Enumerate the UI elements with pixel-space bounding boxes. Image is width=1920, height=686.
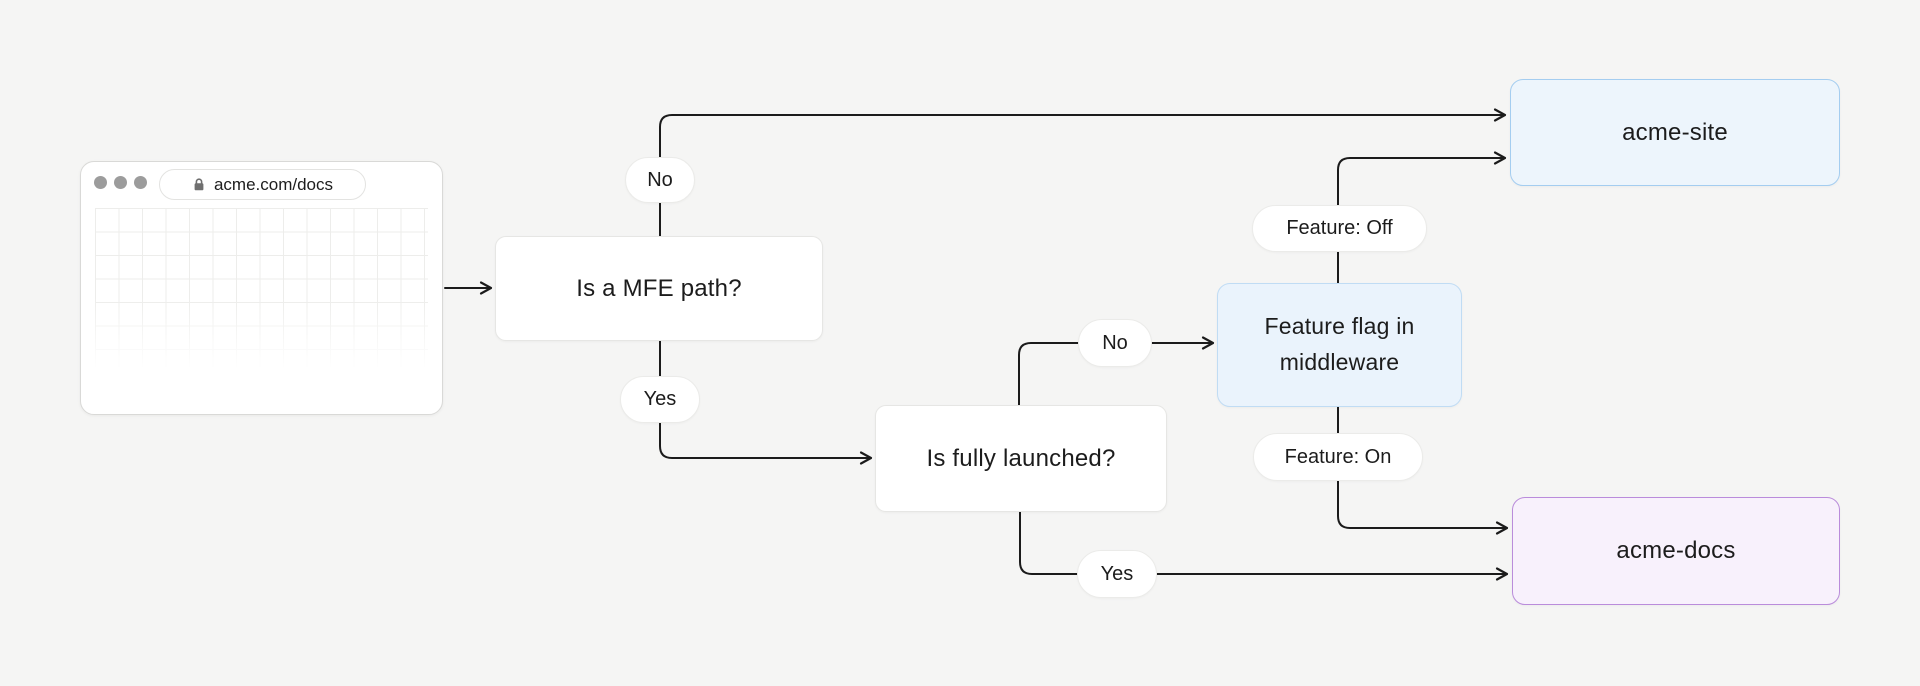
edge-mfe-yes-to-launched [659, 340, 873, 465]
window-controls [94, 176, 147, 189]
node-feature-flag-middleware: Feature flag in middleware [1217, 283, 1462, 407]
window-dot-icon [134, 176, 147, 189]
node-acme-docs: acme-docs [1512, 497, 1840, 605]
edge-mfe-no-to-acme-site [659, 108, 1507, 237]
edge-feature-on-to-acme-docs [1337, 406, 1509, 535]
node-is-mfe-path: Is a MFE path? [495, 236, 823, 341]
browser-page-grid [95, 208, 428, 377]
node-acme-site: acme-site [1510, 79, 1840, 186]
window-dot-icon [94, 176, 107, 189]
url-bar: acme.com/docs [159, 169, 366, 200]
edge-launched-yes-to-acme-docs [1019, 511, 1509, 581]
edge-label-feature-off: Feature: Off [1252, 205, 1427, 252]
node-label: Feature flag in middleware [1264, 313, 1415, 375]
node-label: acme-site [1622, 118, 1728, 146]
node-label: acme-docs [1616, 537, 1736, 565]
browser-window: acme.com/docs [80, 161, 443, 415]
url-text: acme.com/docs [213, 174, 334, 194]
node-label: Is a MFE path? [576, 274, 742, 302]
edge-label-no: No [625, 157, 695, 203]
edge-feature-off-to-acme-site [1337, 151, 1507, 284]
edge-label-yes: Yes [620, 376, 700, 423]
edge-label-no: No [1078, 319, 1152, 367]
node-label: Is fully launched? [926, 444, 1116, 472]
edge-label-yes: Yes [1077, 550, 1157, 598]
window-dot-icon [114, 176, 127, 189]
edge-launched-no-to-feature-flag [1018, 336, 1215, 406]
lock-icon [192, 177, 206, 192]
edge-label-feature-on: Feature: On [1253, 433, 1423, 481]
node-is-fully-launched: Is fully launched? [875, 405, 1167, 512]
browser-topbar: acme.com/docs [81, 162, 442, 204]
